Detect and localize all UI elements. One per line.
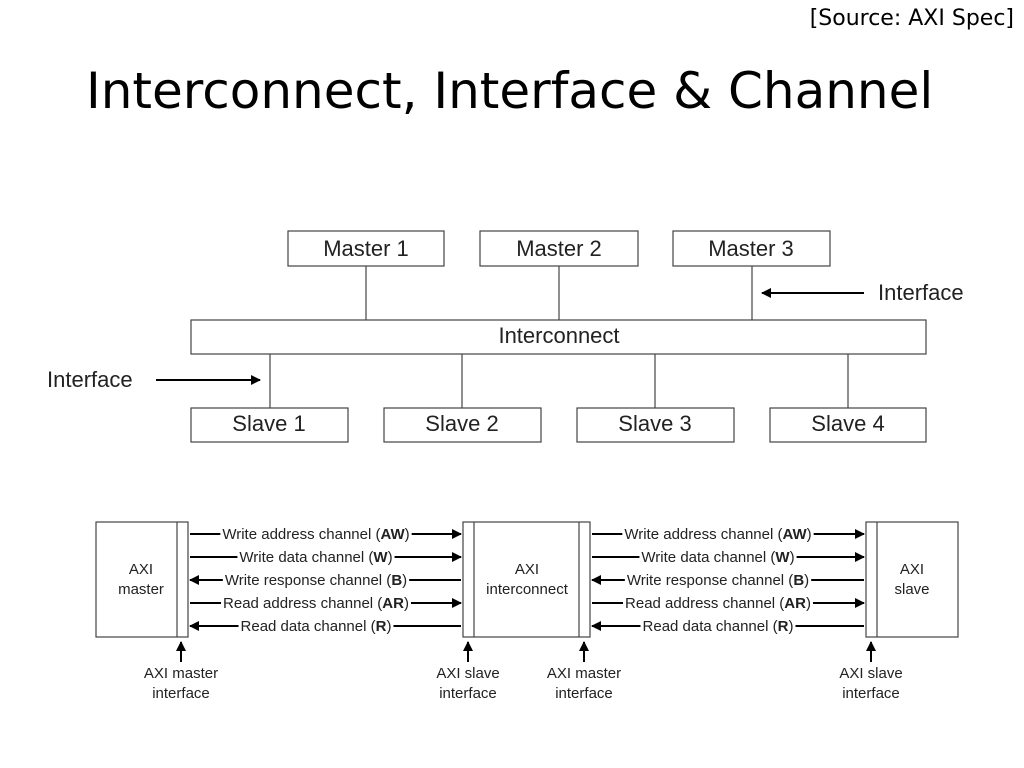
channel-label: Write response channel (B) xyxy=(627,572,809,589)
slave-box: Slave 2 xyxy=(383,407,542,443)
channel-row: Write address channel (AW) xyxy=(190,526,462,543)
master-2-label: Master 2 xyxy=(516,236,602,261)
channel-label: Write address channel (AW) xyxy=(624,526,811,543)
interface-label-top: Interface xyxy=(878,280,964,305)
interface-label: AXI master xyxy=(547,665,621,682)
channel-row: Read data channel (R) xyxy=(591,618,864,635)
channel-label: Write response channel (B) xyxy=(225,572,407,589)
channel-label: Read address channel (AR) xyxy=(625,595,811,612)
slide-title: Interconnect, Interface & Channel xyxy=(86,62,934,120)
channel-diagram: AXI master AXI interconnect AXI slave Wr… xyxy=(95,521,959,702)
slave-1-label: Slave 1 xyxy=(232,411,305,436)
axi-master-line1: AXI xyxy=(129,561,153,578)
interface-label: interface xyxy=(439,685,497,702)
slave-3-label: Slave 3 xyxy=(618,411,691,436)
interface-pointers xyxy=(176,641,876,662)
channel-row: Read address channel (AR) xyxy=(190,595,462,612)
slave-2-label: Slave 2 xyxy=(425,411,498,436)
interconnect-label: Interconnect xyxy=(498,323,619,348)
channel-label: Write address channel (AW) xyxy=(222,526,409,543)
channel-row: Read address channel (AR) xyxy=(592,595,865,612)
channel-row: Write response channel (B) xyxy=(189,572,461,589)
slave-4-label: Slave 4 xyxy=(811,411,884,436)
axi-master-block: AXI master xyxy=(95,521,189,638)
channel-row: Write data channel (W) xyxy=(190,549,462,566)
channel-label: Write data channel (W) xyxy=(641,549,794,566)
channel-row: Write address channel (AW) xyxy=(592,526,865,543)
interface-label: AXI master xyxy=(144,665,218,682)
axi-slave-line2: slave xyxy=(894,581,929,598)
master-box: Master 1 xyxy=(287,230,445,267)
channel-row: Read data channel (R) xyxy=(189,618,461,635)
axi-interconnect-block: AXI interconnect xyxy=(462,521,591,638)
channel-row: Write response channel (B) xyxy=(591,572,864,589)
source-note: [Source: AXI Spec] xyxy=(809,6,1014,31)
axi-master-line2: master xyxy=(118,581,164,598)
interconnect-bar: Interconnect xyxy=(190,319,927,355)
master-box: Master 2 xyxy=(479,230,639,267)
axi-slave-line1: AXI xyxy=(900,561,924,578)
axi-interconnect-line1: AXI xyxy=(515,561,539,578)
channel-label: Read address channel (AR) xyxy=(223,595,409,612)
channel-label: Write data channel (W) xyxy=(239,549,392,566)
master-1-label: Master 1 xyxy=(323,236,409,261)
interface-label: interface xyxy=(842,685,900,702)
slave-box: Slave 1 xyxy=(190,407,349,443)
channel-label: Read data channel (R) xyxy=(643,618,794,635)
master-box: Master 3 xyxy=(672,230,831,267)
axi-interconnect-line2: interconnect xyxy=(486,581,569,598)
channel-rows: Write address channel (AW) Write address … xyxy=(189,526,865,635)
interface-label: interface xyxy=(152,685,210,702)
axi-slave-block: AXI slave xyxy=(865,521,959,638)
interface-label: interface xyxy=(555,685,613,702)
interface-label: AXI slave xyxy=(839,665,902,682)
interface-label-left: Interface xyxy=(47,367,133,392)
slave-box: Slave 3 xyxy=(576,407,735,443)
channel-row: Write data channel (W) xyxy=(592,549,865,566)
slave-box: Slave 4 xyxy=(769,407,927,443)
channel-label: Read data channel (R) xyxy=(241,618,392,635)
topology-diagram: Master 1 Master 2 Master 3 Interconnect … xyxy=(47,230,964,443)
interface-label: AXI slave xyxy=(436,665,499,682)
master-3-label: Master 3 xyxy=(708,236,794,261)
